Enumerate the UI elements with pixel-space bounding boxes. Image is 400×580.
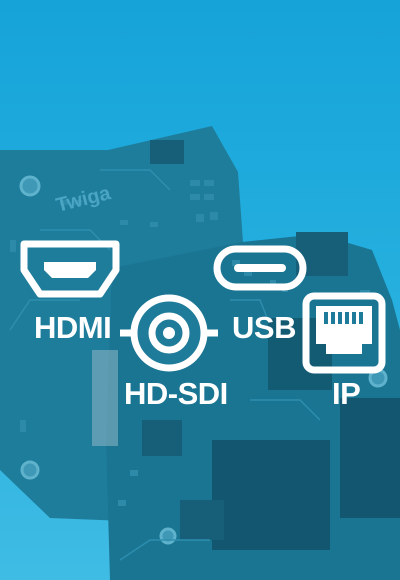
mount-hole xyxy=(19,175,41,197)
usb-label: USB xyxy=(232,310,296,345)
chip xyxy=(142,420,182,456)
hdmi-label: HDMI xyxy=(34,310,112,345)
hd-sdi-label: HD-SDI xyxy=(124,376,228,411)
chip xyxy=(180,500,224,540)
usb-c-port-icon xyxy=(213,245,307,291)
bnc-connector-icon xyxy=(120,294,218,372)
ip-label: IP xyxy=(332,376,361,411)
hdmi-port-icon xyxy=(20,240,120,298)
chip xyxy=(340,398,400,518)
ethernet-port-icon xyxy=(302,292,386,374)
mount-hole xyxy=(20,460,40,480)
chip xyxy=(92,350,118,446)
mount-hole xyxy=(159,527,177,545)
chip xyxy=(212,440,330,550)
chip xyxy=(150,140,184,164)
